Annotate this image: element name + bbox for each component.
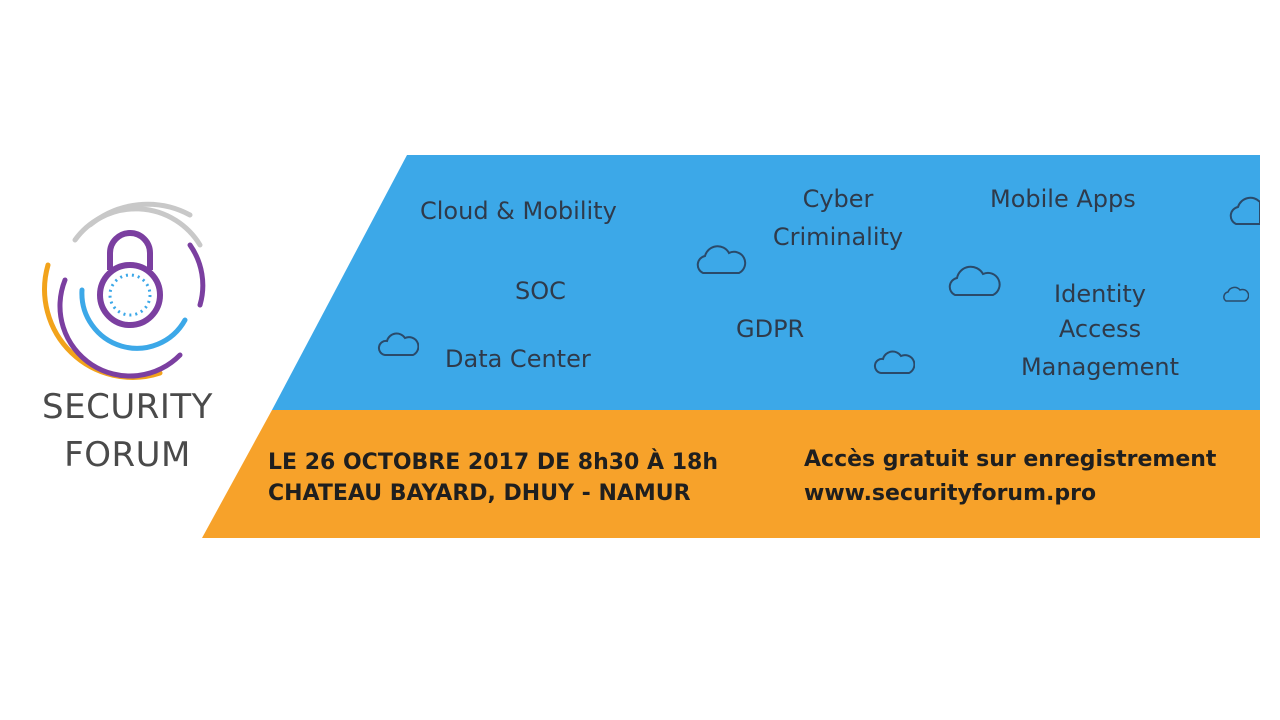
event-website-link[interactable]: www.securityforum.pro <box>804 481 1097 506</box>
orange-info-panel <box>202 410 1260 538</box>
topic-identity-line1: Identity <box>1054 280 1146 308</box>
event-location: CHATEAU BAYARD, DHUY - NAMUR <box>268 481 691 506</box>
topic-mobile-apps: Mobile Apps <box>990 185 1136 213</box>
topic-gdpr: GDPR <box>736 315 805 343</box>
topic-soc: SOC <box>515 277 566 305</box>
cloud-icon <box>696 245 747 274</box>
blue-topics-panel <box>272 155 1260 410</box>
event-access: Accès gratuit sur enregistrement <box>804 447 1217 472</box>
logo-title-line1: SECURITY <box>42 387 213 427</box>
topic-cyber-line2: Criminality <box>772 223 904 251</box>
logo-title-line2: FORUM <box>64 435 191 475</box>
topic-identity-line3: Management <box>1020 353 1180 381</box>
topic-identity-line2: Access <box>1058 315 1142 343</box>
cloud-icon <box>948 265 1001 296</box>
cloud-icon <box>1223 286 1249 302</box>
topic-data-center: Data Center <box>445 345 591 373</box>
cloud-icon <box>1229 196 1260 225</box>
event-date: LE 26 OCTOBRE 2017 DE 8h30 À 18h <box>268 450 718 475</box>
padlock-icon <box>42 201 206 380</box>
topic-cloud-mobility: Cloud & Mobility <box>420 197 617 225</box>
topic-cyber-line1: Cyber <box>802 185 874 213</box>
cloud-icon <box>377 332 419 356</box>
cloud-icon <box>873 350 915 374</box>
